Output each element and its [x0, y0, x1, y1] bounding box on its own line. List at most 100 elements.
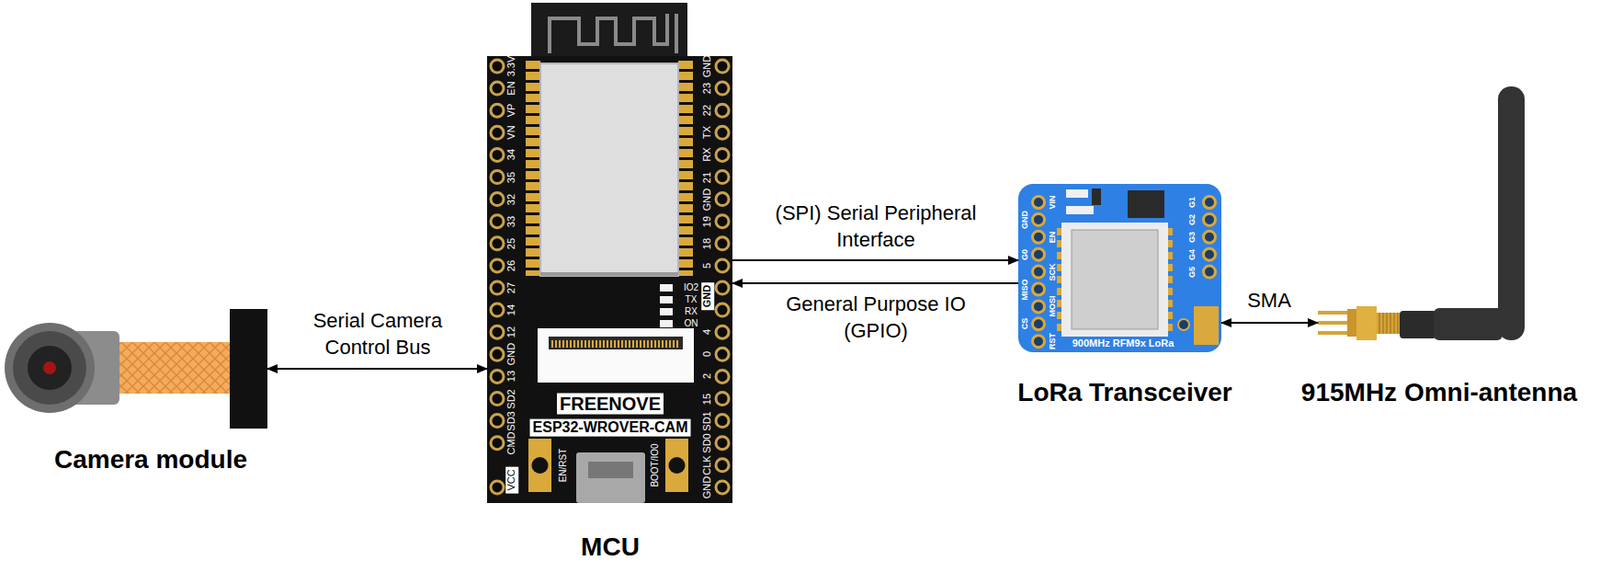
pin-label: 33: [506, 215, 518, 227]
pin-label: G3: [1188, 231, 1197, 243]
pin-label: EN: [1048, 231, 1057, 244]
antenna-hole: [1178, 318, 1190, 330]
shield-edge: [540, 272, 679, 276]
pin-hole: [1203, 196, 1216, 209]
ufl-pad: [1193, 306, 1219, 345]
pin-label: 19: [702, 215, 714, 227]
pin-label: 26: [506, 260, 518, 272]
pin-hole: [715, 392, 729, 406]
pin-hole: [715, 325, 729, 339]
pin-hole: [715, 303, 729, 317]
pin-label: RX: [702, 147, 714, 162]
pin-hole: [1032, 213, 1045, 226]
pin-hole: [490, 325, 504, 339]
pin-hole: [490, 215, 504, 228]
pin-hole: [1032, 283, 1045, 296]
pin-label: VIN: [1048, 194, 1057, 209]
pin-hole: [715, 103, 729, 117]
smd-part: [1066, 205, 1094, 215]
flex-cable: [108, 341, 230, 394]
pin-hole: [490, 59, 504, 73]
pin-label: 18: [702, 238, 714, 250]
lens-outer: [4, 322, 95, 413]
board-label: IO2: [683, 283, 699, 294]
pin-hole: [490, 347, 504, 361]
pin-hole: [1032, 317, 1045, 330]
pin-hole: [490, 237, 504, 250]
pin-hole: [715, 259, 729, 273]
pin-hole: [490, 414, 504, 428]
connector-arrow: [1221, 321, 1318, 324]
pin-label: SD1: [702, 410, 714, 431]
edge-label: General Purpose IO (GPIO): [770, 291, 982, 344]
pin-hole: [1032, 265, 1045, 278]
usb-opening: [588, 461, 634, 478]
pin-label: MISO: [1021, 278, 1030, 300]
sma-thread: [1376, 312, 1400, 334]
antenna-rod: [1497, 86, 1525, 341]
pin-label: GND: [702, 476, 714, 499]
pin-label: EN/RST: [558, 448, 569, 483]
smd-part: [1066, 189, 1089, 198]
pin-label: BOOT/IO0: [650, 442, 661, 487]
pin-label: 35: [506, 170, 518, 182]
pin-hole: [1203, 213, 1216, 226]
pin-hole: [715, 369, 729, 383]
pin-hole: [1032, 335, 1045, 348]
component-caption: MCU: [580, 531, 640, 563]
pin-hole: [715, 81, 729, 95]
pin-hole: [1032, 196, 1045, 209]
pin-label: GND: [701, 282, 715, 310]
mcu-board: [487, 56, 733, 503]
pin-label: MOSI: [1048, 295, 1057, 318]
pin-hole: [715, 59, 729, 73]
pin-hole: [1203, 248, 1216, 261]
pin-hole: [490, 192, 504, 206]
component-caption: LoRa Transceiver: [1017, 376, 1232, 409]
pin-label: G5: [1188, 266, 1197, 278]
pin-hole: [490, 170, 504, 184]
fpc-contacts: [551, 340, 681, 348]
pin-label: RST: [1048, 332, 1057, 350]
pin-hole: [715, 147, 729, 161]
board-label: FREENOVE: [556, 393, 664, 415]
pin-label: G4: [1188, 249, 1197, 261]
pin-hole: [715, 480, 729, 494]
edge-label: SMA: [1232, 287, 1306, 315]
pin-label: GND: [702, 187, 714, 210]
component-caption: 915MHz Omni-antenna: [1301, 376, 1578, 409]
connector-arrow: [732, 282, 1019, 284]
pin-hole: [1032, 230, 1045, 243]
sma-thread-lines: [1376, 312, 1400, 334]
pin-label: CS: [1021, 317, 1030, 330]
pin-hole: [490, 436, 504, 450]
pin-hole: [715, 281, 729, 295]
pin-label: 25: [506, 238, 518, 250]
lens-center: [43, 361, 57, 375]
pin-hole: [1032, 248, 1045, 261]
pin-label: 22: [702, 104, 714, 116]
connector-arrow: [732, 259, 1019, 261]
pin-label: 21: [702, 170, 714, 182]
rfm-shield: [1071, 229, 1158, 330]
board-label: ON: [684, 318, 699, 330]
pin-label: 15: [702, 392, 714, 404]
button-cap: [532, 456, 549, 474]
fpc-slot: [548, 336, 683, 350]
pin-label: EN: [506, 80, 518, 95]
pin-label: 3.3V: [506, 56, 518, 78]
board-label: RX: [684, 306, 698, 318]
module-shield: [540, 63, 679, 276]
pin-label: GND: [506, 342, 518, 365]
rfm-module: [1061, 222, 1169, 337]
connector-arrow: [267, 367, 488, 370]
pin-label: G1: [1188, 196, 1197, 208]
pin-label: SD3: [506, 410, 518, 431]
pin-label: GND: [1021, 210, 1030, 229]
edge-label: (SPI) Serial Peripheral Interface: [737, 200, 1014, 253]
edge-label: Serial Camera Control Bus: [299, 307, 456, 361]
pin-label: VCC: [505, 465, 519, 493]
